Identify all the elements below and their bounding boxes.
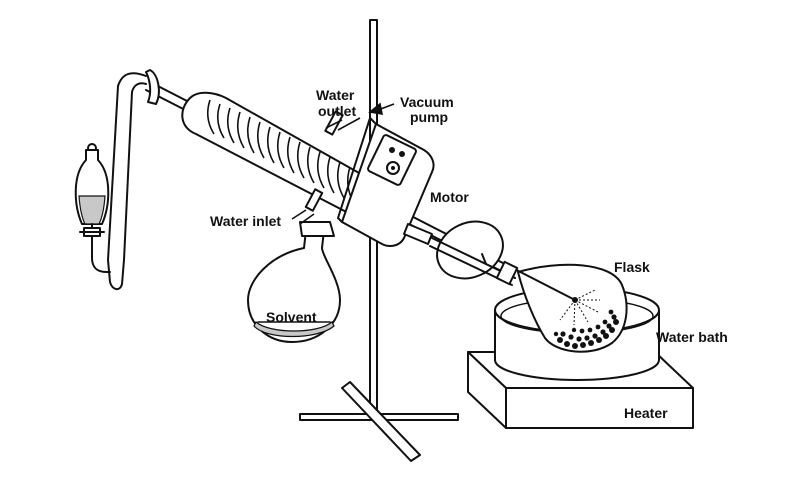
water-inlet-pointer — [291, 209, 307, 220]
pointer-lines — [291, 102, 395, 225]
motor-shaft-coupling — [403, 223, 433, 245]
separatory-funnel — [74, 72, 147, 290]
water-outlet-pointer — [337, 117, 361, 131]
labels: Water outlet Vacuum pump Water inlet Mot… — [210, 87, 728, 421]
bump-trap — [429, 220, 519, 286]
label-flask: Flask — [614, 259, 650, 275]
receiving-flask-liquid — [253, 321, 335, 338]
vacuum-arrow-head — [368, 102, 384, 115]
motor-panel — [367, 134, 417, 186]
label-water-inlet: Water inlet — [210, 213, 281, 229]
label-water-bath: Water bath — [656, 329, 728, 345]
label-solvent: Solvent — [266, 309, 317, 325]
motor-knob-2 — [399, 151, 405, 157]
flask-body — [517, 263, 628, 353]
evaporating-flask — [517, 263, 628, 353]
flask-joint-clip — [495, 260, 519, 286]
heater-front — [505, 387, 694, 429]
flask-residue — [553, 309, 619, 349]
label-heater: Heater — [624, 405, 668, 421]
water-inlet-port — [304, 188, 324, 212]
condenser — [145, 69, 383, 221]
condenser-coil — [206, 99, 355, 204]
condenser-end-flange — [145, 69, 160, 105]
spray-lines — [559, 289, 600, 326]
feed-tube — [107, 72, 147, 290]
motor-knob-1 — [389, 147, 395, 153]
label-water-outlet-1: Water — [316, 87, 355, 103]
receiving-flask-body — [247, 229, 341, 343]
motor-unit — [337, 117, 435, 247]
label-motor: Motor — [430, 189, 469, 205]
label-vacuum-pump-1: Vacuum — [400, 94, 454, 110]
funnel-liquid — [78, 195, 106, 225]
label-vacuum-pump-2: pump — [410, 109, 448, 125]
receiving-flask-joint — [299, 221, 335, 237]
water-outlet-port — [324, 110, 344, 136]
receiving-flask — [247, 221, 341, 343]
stand-base-leg — [341, 381, 421, 462]
label-water-outlet-2: outlet — [318, 103, 356, 119]
